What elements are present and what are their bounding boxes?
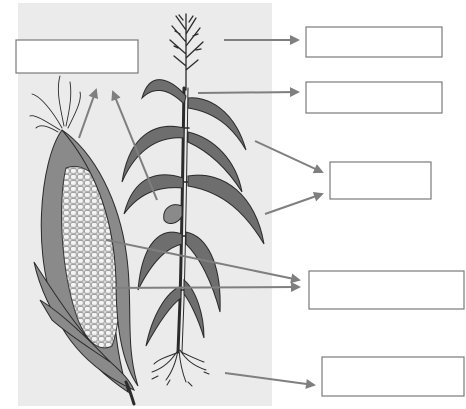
arrow-leaf-lower: [265, 194, 322, 214]
arrow-ear-lower: [112, 287, 299, 288]
label-box-leaf[interactable]: [330, 162, 431, 199]
label-box-silk[interactable]: [16, 40, 138, 73]
label-box-ear-kernels[interactable]: [309, 271, 464, 309]
label-box-tassel[interactable]: [306, 27, 442, 57]
arrow-node: [198, 92, 298, 93]
label-box-node[interactable]: [306, 82, 442, 113]
label-box-roots[interactable]: [322, 357, 464, 396]
